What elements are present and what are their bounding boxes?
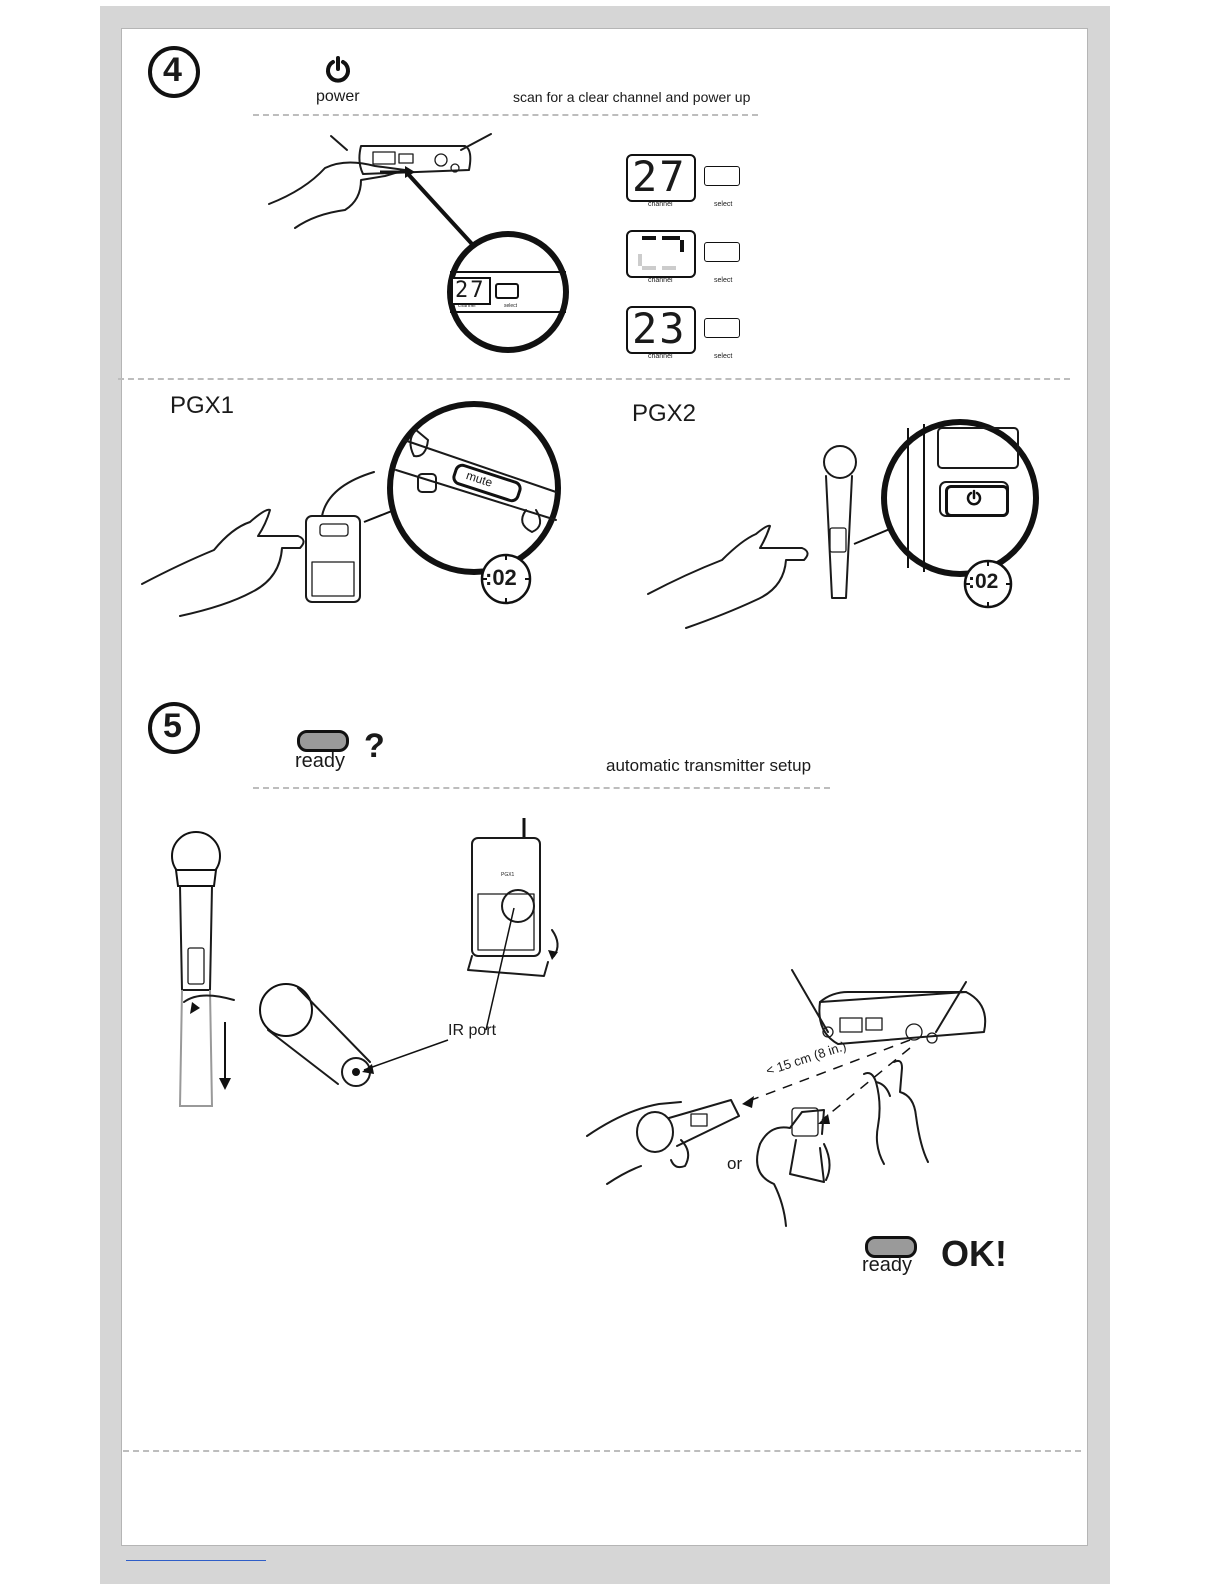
zoom-channel-label: channel [458, 303, 476, 309]
zoom-channel-digits: 27 [455, 278, 486, 303]
pgx2-timer: :02 [968, 570, 998, 594]
ir-port-label: IR port [448, 1022, 496, 1040]
question-mark: ? [364, 727, 385, 766]
zoom-select-label: select [504, 303, 517, 309]
microphone-icon [170, 830, 244, 1114]
hand-pressing-button [856, 1056, 936, 1166]
display-3-select-button [704, 318, 740, 338]
ready-label-2: ready [862, 1254, 912, 1277]
bodypack-model-label: PGX1 [501, 872, 514, 878]
step-5-instruction: automatic transmitter setup [606, 756, 811, 776]
step-4-section-divider [118, 378, 1070, 380]
step-4-number: 4 [163, 51, 182, 90]
display-2-select-button [704, 242, 740, 262]
ready-label: ready [295, 750, 345, 773]
pgx1-timer: :02 [485, 565, 517, 591]
step-5-title-divider [253, 787, 830, 789]
display-1-select-label: select [714, 201, 732, 208]
step-4-instruction: scan for a clear channel and power up [513, 89, 750, 105]
display-3-channel-label: channel [648, 353, 673, 360]
pgx2-hand-microphone [646, 444, 866, 634]
ok-label: OK! [941, 1233, 1007, 1275]
hand-bodypack [750, 1104, 846, 1228]
power-label: power [316, 88, 360, 106]
pgx2-label: PGX2 [632, 400, 696, 428]
step-5-number: 5 [163, 707, 182, 746]
or-label: or [727, 1154, 742, 1174]
power-icon [325, 56, 351, 84]
display-1-select-button [704, 166, 740, 186]
step-4-title-divider [253, 114, 758, 116]
display-3-digits: 23 [632, 304, 687, 353]
display-2-channel-label: channel [648, 277, 673, 284]
page-link-underline [126, 1560, 266, 1561]
pgx1-label: PGX1 [170, 392, 234, 420]
display-1-channel-label: channel [648, 201, 673, 208]
ir-port-pointers [360, 904, 520, 1076]
display-2-select-label: select [714, 277, 732, 284]
display-3-select-label: select [714, 353, 732, 360]
ready-led [297, 730, 349, 752]
display-1-digits: 27 [632, 152, 687, 201]
bottom-divider [123, 1450, 1081, 1452]
power-icon [966, 490, 982, 506]
display-2-scanning-segments [632, 234, 690, 272]
